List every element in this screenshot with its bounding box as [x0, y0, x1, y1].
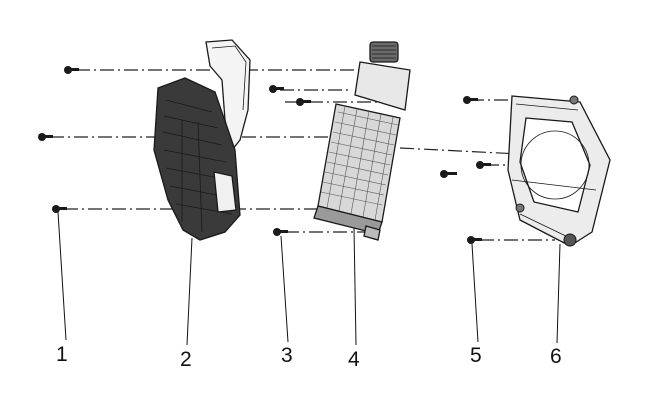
bolt-icon: [269, 85, 284, 93]
bolt-icon: [467, 236, 482, 244]
callout-label-6: 6: [550, 345, 562, 368]
callout-label-4: 4: [348, 348, 360, 371]
callout-label-1: 1: [56, 343, 68, 366]
bolt-icon: [64, 66, 79, 74]
callout-label-3: 3: [281, 344, 293, 367]
bolt-icon: [273, 228, 288, 236]
bolt-icon: [476, 161, 491, 169]
bolt-icon: [38, 133, 53, 141]
callout-label-2: 2: [180, 348, 192, 371]
radiator-core: [313, 41, 411, 241]
callout-leaders: [57, 211, 561, 346]
bolt-icon: [296, 98, 311, 106]
bolt-icon: [463, 96, 478, 104]
bolt-icon: [52, 205, 67, 213]
radiator-cover: [153, 39, 251, 241]
fan-shroud: [507, 95, 611, 247]
callout-label-5: 5: [470, 344, 482, 367]
bolt-group: [38, 66, 491, 244]
bolt-icon: [440, 170, 457, 178]
